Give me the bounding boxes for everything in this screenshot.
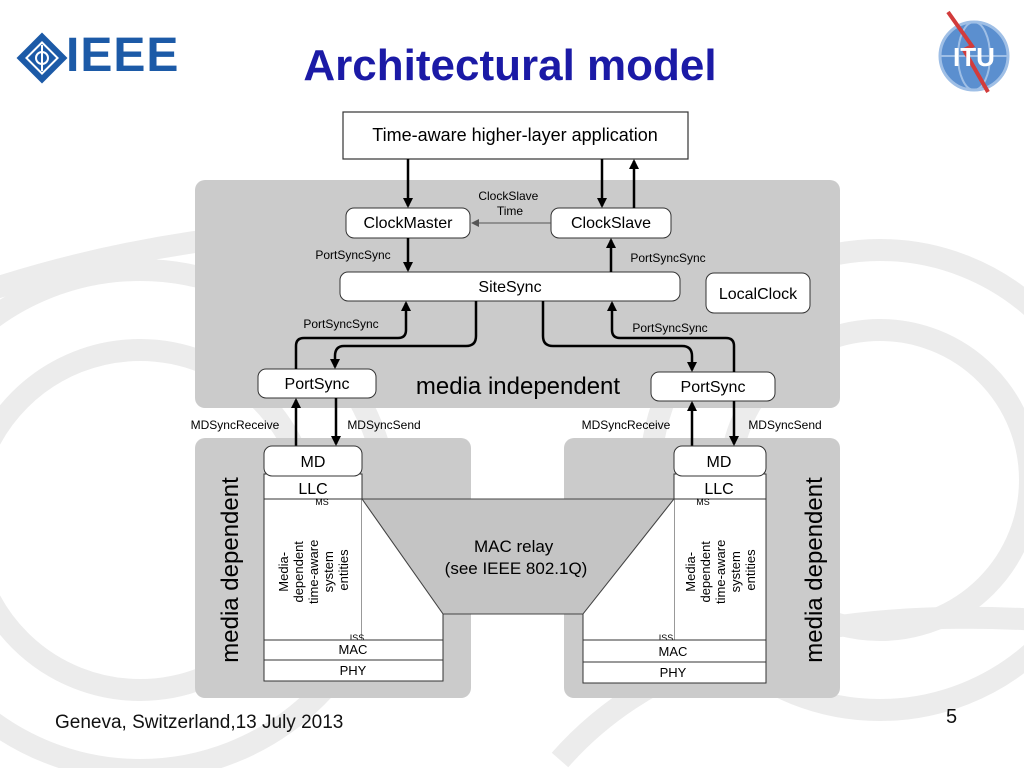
page-title: Architectural model xyxy=(303,41,717,90)
clock-master-label: ClockMaster xyxy=(364,215,454,232)
app-box xyxy=(342,111,689,160)
md-left-label: MD xyxy=(301,454,326,471)
media-dependent-left-label: media dependent xyxy=(217,477,244,663)
ms-left-label: MS xyxy=(315,497,329,507)
phy-left-label: PHY xyxy=(340,663,367,678)
mac-relay-label: MAC relay (see IEEE 802.1Q) xyxy=(445,537,588,578)
port-sync-right-label: PortSync xyxy=(681,379,746,396)
app-box-label: Time-aware higher-layer application xyxy=(372,125,657,145)
media-dependent-right-label: media dependent xyxy=(801,477,828,663)
arrow-portsync-right-to-sitesync xyxy=(607,301,736,372)
port-sync-left-label: PortSync xyxy=(285,376,350,393)
site-sync-box xyxy=(339,271,681,302)
arrow-portsync-left-to-sitesync xyxy=(294,301,411,369)
entities-box-right xyxy=(673,473,767,641)
left-stack: MD LLC MS ISS MAC PHY Media- dependent t… xyxy=(217,445,444,682)
ieee-logo-text: IEEE xyxy=(66,29,180,82)
entities-box-left xyxy=(263,473,363,641)
md-sync-send-label: MDSyncSend xyxy=(748,418,821,432)
llc-left-label: LLC xyxy=(298,481,327,498)
port-sync-sync-label: PortSyncSync xyxy=(315,248,390,262)
footer-location-date: Geneva, Switzerland,13 July 2013 xyxy=(55,712,344,733)
md-left-box xyxy=(263,445,363,477)
local-clock-box xyxy=(705,272,811,314)
md-right-label: MD xyxy=(707,454,732,471)
entities-left-label: Media- dependent time-aware system entit… xyxy=(276,536,351,604)
iss-right-label: ISS xyxy=(659,633,674,643)
port-sync-sync-label: PortSyncSync xyxy=(632,321,707,335)
itu-logo-text: ITU xyxy=(953,42,995,72)
llc-right-label: LLC xyxy=(704,481,733,498)
phy-right-label: PHY xyxy=(660,665,687,680)
phy-left-box xyxy=(263,659,444,682)
arrow-sitesync-to-portsync-left xyxy=(330,301,478,369)
md-sync-send-label: MDSyncSend xyxy=(347,418,420,432)
port-sync-sync-label: PortSyncSync xyxy=(303,317,378,331)
md-sync-receive-label: MDSyncReceive xyxy=(582,418,671,432)
ieee-logo xyxy=(16,32,68,84)
mac-right-label: MAC xyxy=(659,644,688,659)
relay-wedge-right xyxy=(583,499,674,640)
media-independent-label: media independent xyxy=(416,373,620,400)
md-sync-receive-label: MDSyncReceive xyxy=(191,418,280,432)
site-sync-label: SiteSync xyxy=(478,279,541,296)
iss-left-label: ISS xyxy=(350,633,365,643)
entities-right-label: Media- dependent time-aware system entit… xyxy=(683,536,758,604)
local-clock-label: LocalClock xyxy=(719,286,798,303)
port-sync-left-box xyxy=(257,368,377,399)
arrow-sitesync-to-portsync-right xyxy=(541,301,697,372)
clock-slave-time-label: ClockSlave Time xyxy=(478,189,541,218)
right-stack: MD LLC MS ISS MAC PHY Media- dependent t… xyxy=(582,445,828,684)
itu-logo: ITU xyxy=(938,10,1010,93)
page-number: 5 xyxy=(946,706,958,728)
clock-slave-label: ClockSlave xyxy=(571,215,651,232)
mac-left-label: MAC xyxy=(339,642,368,657)
port-sync-sync-label: PortSyncSync xyxy=(630,251,705,265)
md-right-box xyxy=(673,445,767,477)
phy-right-box xyxy=(582,661,767,684)
relay-wedge-left xyxy=(362,499,443,640)
ms-right-label: MS xyxy=(696,497,710,507)
port-sync-right-box xyxy=(650,371,776,402)
